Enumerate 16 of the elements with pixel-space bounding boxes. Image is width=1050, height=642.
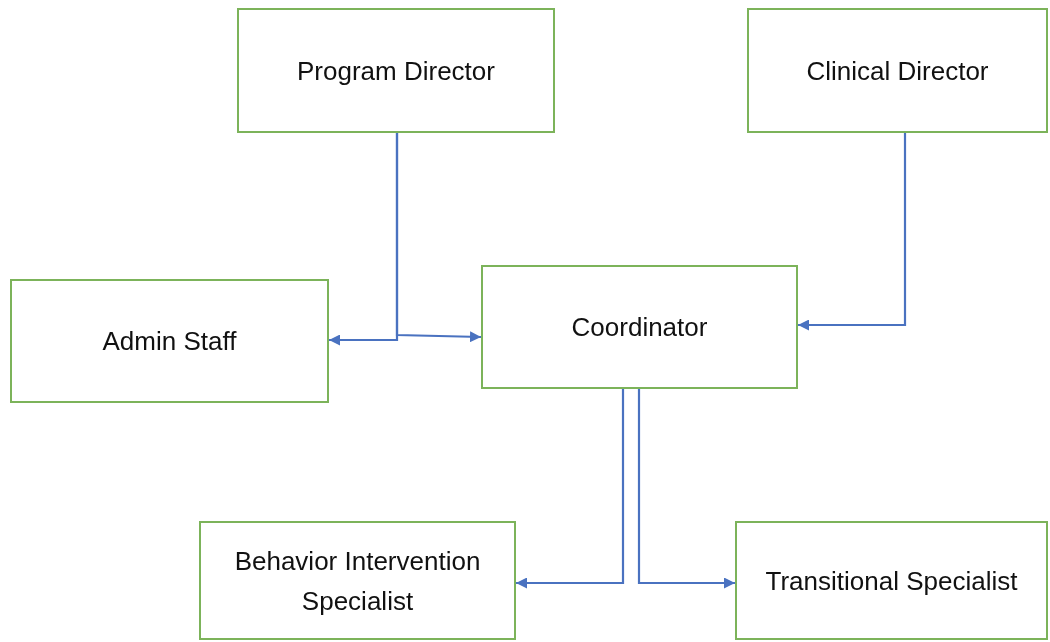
role-title: Transitional Specialist bbox=[765, 564, 1018, 598]
role-box bbox=[10, 279, 329, 403]
role-box bbox=[237, 8, 555, 133]
role-title: Behavior Intervention Specialist bbox=[233, 544, 482, 618]
connector-arrow bbox=[637, 389, 735, 589]
role-box bbox=[735, 521, 1048, 640]
role-box bbox=[747, 8, 1048, 133]
connector-arrow bbox=[395, 133, 482, 343]
role-title: Coordinator bbox=[571, 311, 708, 344]
role-box bbox=[199, 521, 516, 640]
role-title: Program Director bbox=[297, 54, 495, 88]
connector-arrow bbox=[516, 389, 625, 589]
connector-arrow bbox=[798, 133, 907, 331]
role-box bbox=[481, 265, 798, 389]
role-title: Admin Staff bbox=[102, 325, 237, 358]
role-title: Clinical Director bbox=[806, 54, 989, 88]
